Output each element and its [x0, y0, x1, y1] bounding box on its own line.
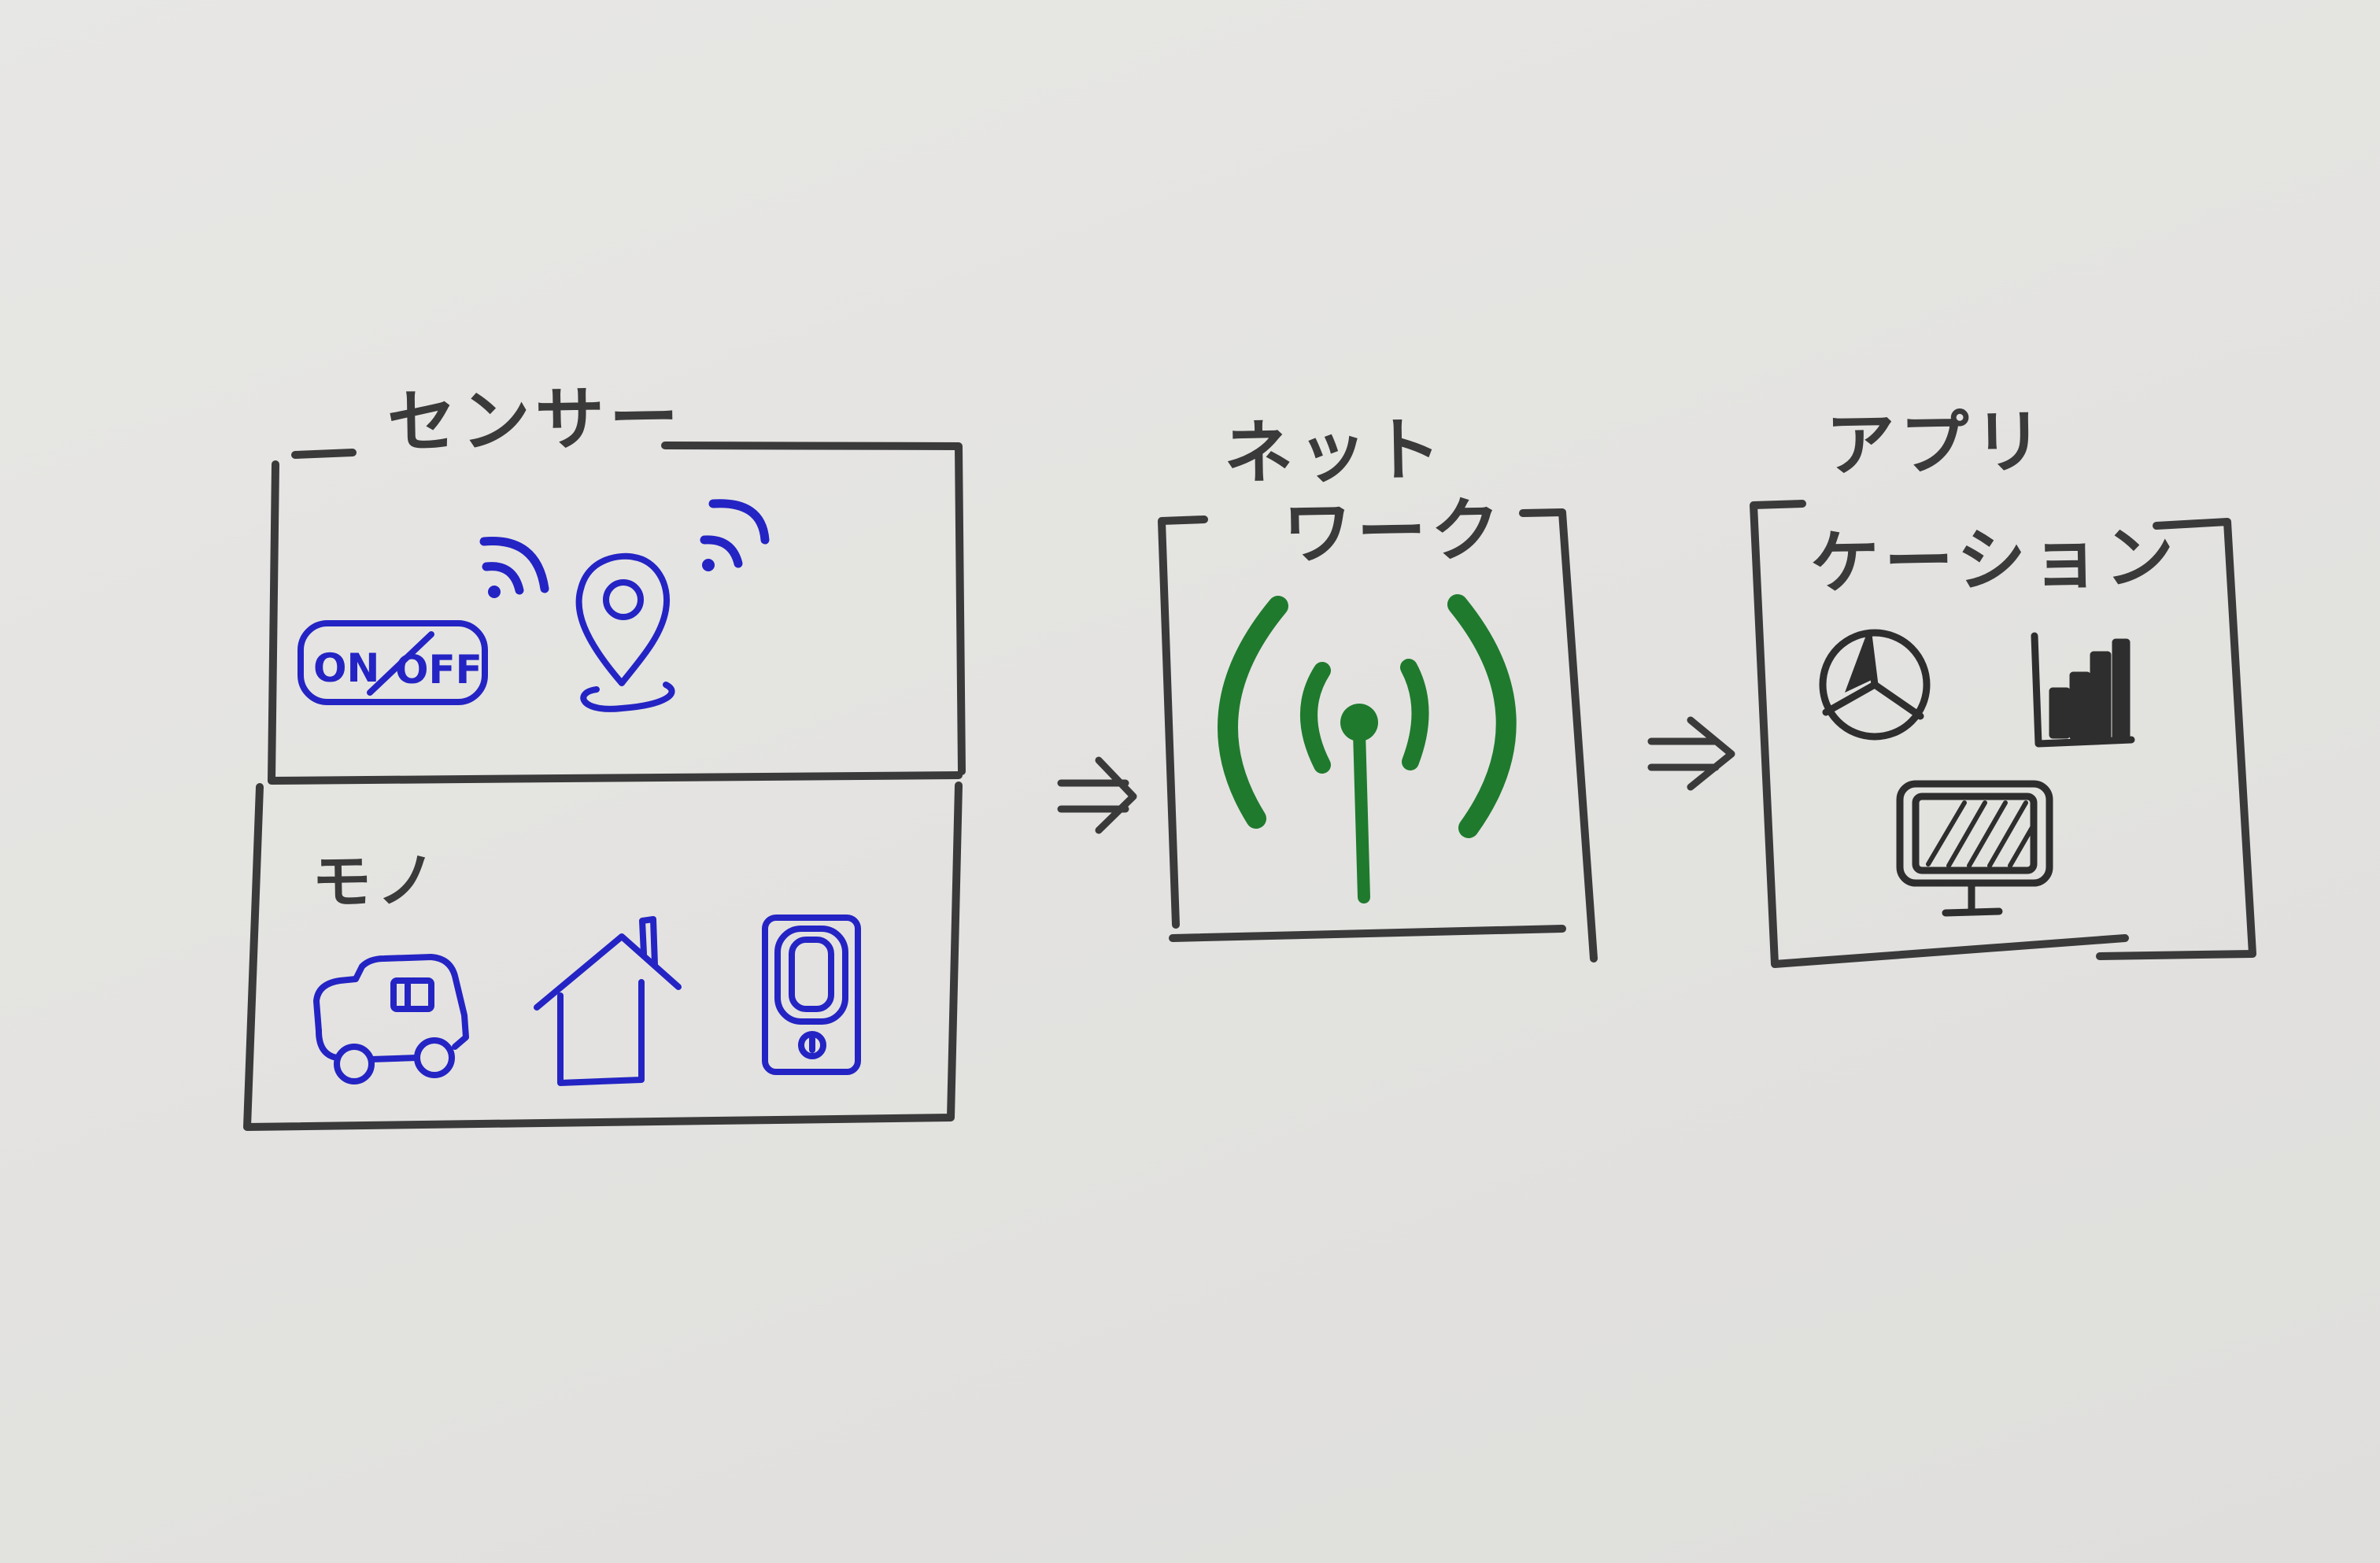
application-label-line2: ケーション [1809, 515, 2180, 604]
thing-box [243, 782, 963, 1131]
svg-text:ON: ON [313, 645, 379, 691]
network-label-line1: ネット [1223, 408, 1447, 494]
house-icon [534, 916, 682, 1086]
sensor-box [268, 442, 966, 785]
arrow-icon [1647, 716, 1735, 791]
monitor-icon [1896, 780, 2053, 917]
application-box [1750, 500, 2256, 968]
map-pin-icon [575, 552, 675, 712]
network-label-line2: ワーク [1282, 489, 1506, 575]
application-label-line1: アプリ [1825, 401, 2049, 486]
thing-label: モノ [311, 844, 442, 918]
door-lock-icon [762, 915, 861, 1075]
arrow-icon [1057, 756, 1137, 834]
car-icon [313, 954, 469, 1084]
antenna-broadcast-icon [1218, 594, 1517, 903]
wifi-signal-icon [700, 499, 770, 571]
wifi-signal-icon [479, 537, 549, 598]
svg-text:OFF: OFF [395, 647, 482, 693]
bar-chart-icon [2031, 632, 2135, 748]
pie-chart-icon [1819, 629, 1931, 741]
sensor-label: センサー [386, 376, 684, 464]
network-box [1158, 508, 1598, 963]
on-off-switch-icon: ON OFF [298, 620, 488, 705]
